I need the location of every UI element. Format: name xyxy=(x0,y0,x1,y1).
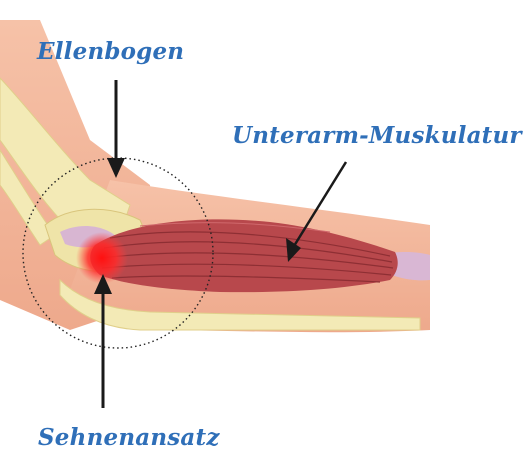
arrow-elbow xyxy=(107,80,125,178)
label-forearm-muscles: Unterarm-Muskulatur xyxy=(232,124,522,147)
label-tendon-insertion: Sehnenansatz xyxy=(38,426,220,449)
pain-hotspot xyxy=(76,232,128,284)
label-elbow: Ellenbogen xyxy=(37,40,184,63)
